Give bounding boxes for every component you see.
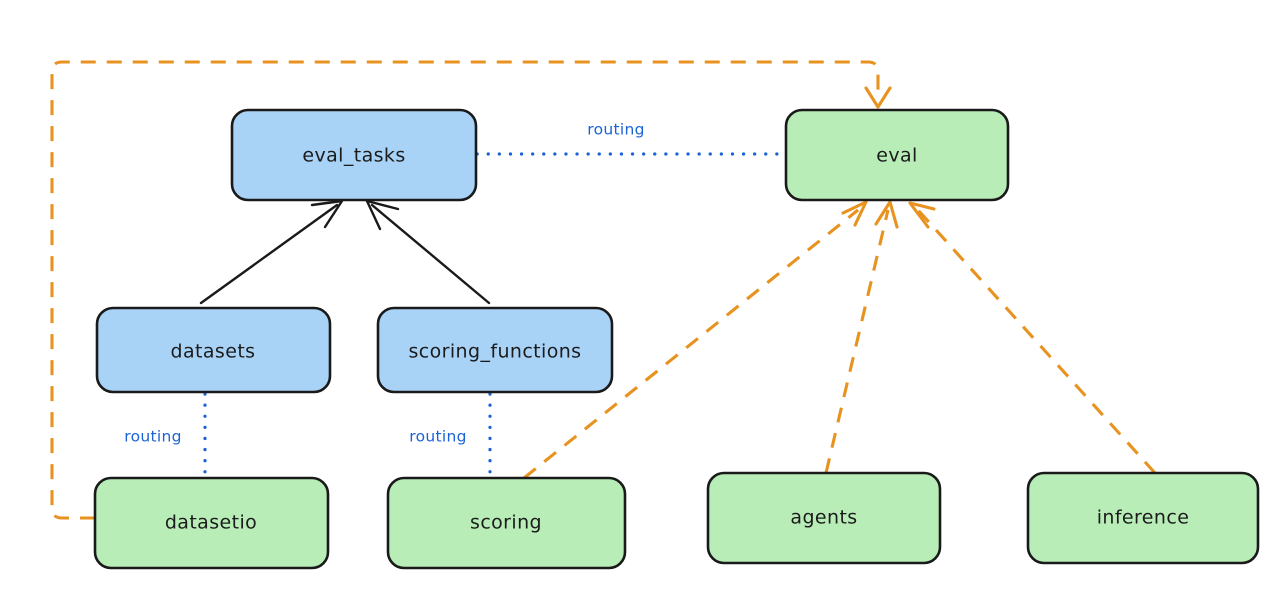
node-label-eval: eval	[876, 145, 917, 167]
edge-scoring-functions-to-eval-tasks	[365, 199, 491, 305]
node-datasetio[interactable]: datasetio	[93, 476, 330, 570]
edge-label-routing-datasets: routing	[124, 428, 182, 446]
edge-eval-tasks-to-eval: routing	[464, 121, 788, 156]
edge-label-routing-top: routing	[587, 121, 645, 139]
node-label-datasetio: datasetio	[165, 512, 257, 534]
node-label-inference: inference	[1097, 507, 1190, 529]
edge-label-routing-scoring-functions: routing	[409, 428, 467, 446]
node-label-scoring-functions: scoring_functions	[409, 341, 582, 363]
node-datasets[interactable]: datasets	[95, 306, 332, 394]
edge-datasets-to-eval-tasks	[199, 199, 344, 305]
node-label-agents: agents	[790, 507, 857, 529]
edge-scoring-to-eval	[523, 200, 868, 480]
node-agents[interactable]: agents	[706, 471, 942, 565]
edge-datasetio-to-eval	[50, 60, 892, 520]
node-eval[interactable]: eval	[784, 108, 1010, 202]
edge-agents-to-eval	[824, 200, 899, 474]
node-label-eval-tasks: eval_tasks	[302, 145, 405, 167]
edge-scoring-functions-to-scoring: routing	[409, 392, 492, 478]
node-label-scoring: scoring	[470, 512, 542, 534]
edge-inference-to-eval	[908, 201, 1157, 475]
node-scoring-functions[interactable]: scoring_functions	[376, 306, 614, 394]
node-scoring[interactable]: scoring	[386, 476, 627, 570]
node-label-datasets: datasets	[171, 341, 256, 363]
node-eval-tasks[interactable]: eval_tasks	[230, 108, 478, 202]
edge-datasets-to-datasetio: routing	[124, 392, 207, 478]
node-inference[interactable]: inference	[1026, 471, 1260, 565]
